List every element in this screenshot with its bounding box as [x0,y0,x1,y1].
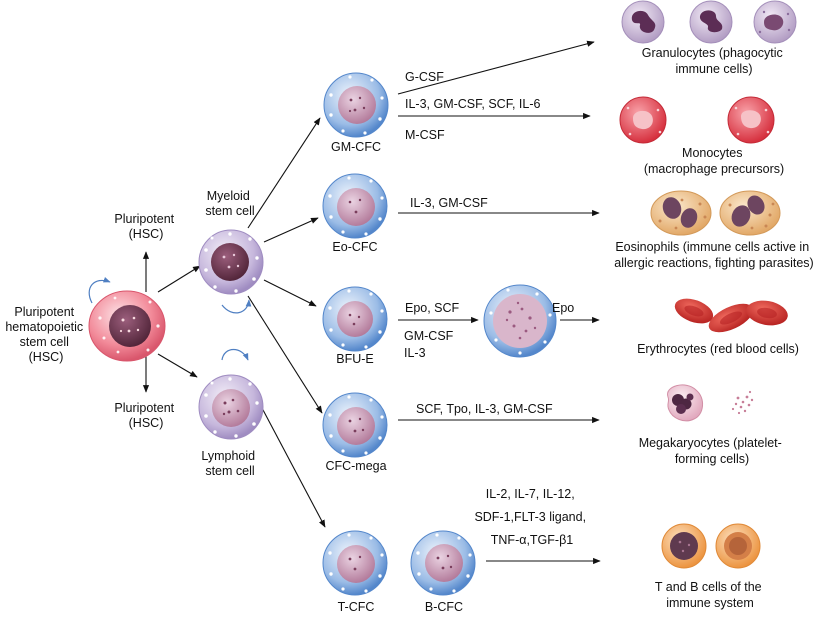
factor-il3: IL-3 [404,346,426,360]
granulocyte-cells [621,0,797,44]
factor-il3-gm-scf-il6: IL-3, GM-CSF, SCF, IL-6 [405,97,540,111]
pluripotent-top-label: Pluripotent (HSC) [114,212,177,241]
megakaryocyte-cells [667,384,754,422]
b-cfc-cell [410,530,476,596]
gm-cfc-cell [323,72,389,138]
arrow-hsc-to-lymphoid [157,353,198,378]
factor-epo: Epo [552,301,574,315]
factor-gm-csf: GM-CSF [404,329,454,343]
erythrocyte-cells [674,298,788,333]
erythroid-progenitor-cell [483,284,557,358]
t-cfc-cell [322,530,388,596]
eo-cfc-cell [322,173,388,239]
arrow-hsc-to-myeloid [157,265,201,293]
lymphoid-label: Lymphoid stem cell [201,449,258,478]
tb-cells-label: T and B cells of the immune system [655,580,765,610]
self-renewal-arrows [88,277,252,361]
t-cfc-label: T-CFC [338,600,375,614]
b-cfc-label: B-CFC [425,600,463,614]
self-renewal-arrow-myeloid [221,299,252,314]
megakaryocytes-label: Megakaryocytes (platelet- forming cells) [639,436,786,466]
arrow-myeloid-to-bfu [263,279,317,307]
myeloid-stem-cell [198,229,264,295]
platelet-fragments [731,390,754,415]
arrow-lymphoid-to-tcfc [261,407,326,528]
erythrocytes-label: Erythrocytes (red blood cells) [637,342,799,356]
factor-epo-scf: Epo, SCF [405,301,460,315]
pluripotent-bottom-label: Pluripotent (HSC) [114,401,177,430]
monocyte-cells [619,96,775,144]
factor-lymph: IL-2, IL-7, IL-12, SDF-1,FLT-3 ligand, T… [474,487,589,547]
factor-mega: SCF, Tpo, IL-3, GM-CSF [416,402,553,416]
self-renewal-arrow-lymphoid [221,348,249,361]
factor-g-csf: G-CSF [405,70,444,84]
cfc-mega-cell [322,392,388,458]
factor-eo: IL-3, GM-CSF [410,196,488,210]
gm-cfc-label: GM-CFC [331,140,381,154]
lymphoid-stem-cell [198,374,264,440]
cfc-mega-label: CFC-mega [325,459,386,473]
arrow-gm-to-granulocytes [397,40,595,95]
flow-arrows [142,40,601,565]
factor-m-csf: M-CSF [405,128,445,142]
arrow-myeloid-to-eo [263,217,319,243]
growth-factor-labels: G-CSF IL-3, GM-CSF, SCF, IL-6 M-CSF IL-3… [404,70,589,547]
self-renewal-arrow-hsc [88,277,111,304]
lymphocyte-cells [661,523,761,569]
outcome-labels: Granulocytes (phagocytic immune cells) M… [614,46,813,610]
myeloid-label: Myeloid stem cell [205,189,254,218]
bfu-e-label: BFU-E [336,352,374,366]
eosinophils-label: Eosinophils (immune cells active in alle… [614,240,813,270]
cell-labels: Pluripotent hematopoietic stem cell (HSC… [5,140,463,614]
bfu-e-cell [322,286,388,352]
hsc-cell [88,290,166,362]
eosinophil-cells [650,190,781,236]
eo-cfc-label: Eo-CFC [332,240,377,254]
hsc-label: Pluripotent hematopoietic stem cell (HSC… [5,305,86,364]
arrow-myeloid-to-gm [247,117,321,229]
monocytes-label: Monocytes (macrophage precursors) [644,146,784,176]
granulocytes-label: Granulocytes (phagocytic immune cells) [642,46,787,76]
arrow-myeloid-to-mega [247,295,323,414]
